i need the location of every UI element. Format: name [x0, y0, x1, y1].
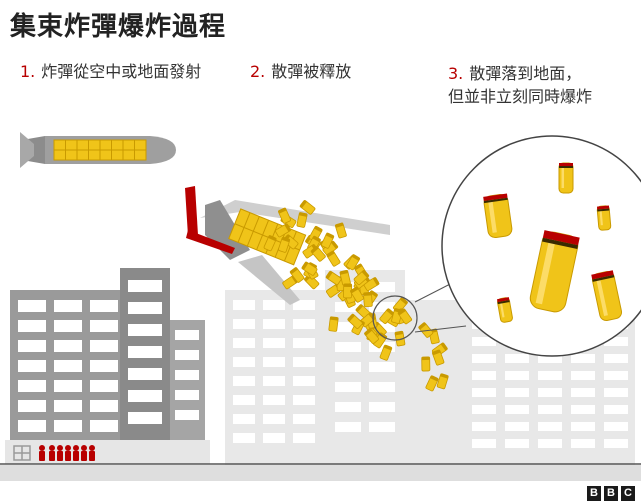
- bomblet-icon: [397, 308, 413, 325]
- ground: [0, 463, 641, 481]
- bomblet-icon: [346, 254, 361, 271]
- bomblet-icon: [343, 283, 353, 299]
- step-text: 炸彈從空中或地面發射: [41, 62, 202, 81]
- bomblet-icon: [364, 328, 379, 344]
- bomblet-icon: [418, 322, 434, 338]
- bomblet-icon: [263, 235, 277, 252]
- bomblet-icon: [558, 162, 574, 194]
- bomblet-icon: [529, 230, 580, 313]
- bomblet-icon: [296, 212, 308, 228]
- step-text-line-1: 散彈落到地面，: [469, 64, 582, 83]
- building-icon: [5, 268, 210, 464]
- bomblet-icon: [379, 308, 395, 324]
- step-number: 2.: [250, 62, 266, 81]
- bomblet-icon: [335, 222, 347, 239]
- magnifier-circle-icon: [372, 135, 641, 357]
- step-number: 1.: [20, 62, 36, 81]
- bomblet-icon: [425, 375, 439, 392]
- bomblet-icon: [275, 223, 292, 238]
- page-title: 集束炸彈爆炸過程: [10, 12, 227, 42]
- bomblet-icon: [483, 193, 513, 239]
- bomblet-icon: [301, 261, 318, 276]
- bomblet-icon: [596, 205, 612, 231]
- step-2-label: 2. 散彈被釋放: [250, 60, 351, 83]
- bomblet-icon: [379, 344, 393, 361]
- bomblet-icon: [349, 286, 365, 303]
- bomblet-icon: [432, 349, 445, 366]
- step-text: 散彈被釋放: [271, 62, 352, 81]
- step-text-line-2: 但並非立刻同時爆炸: [448, 87, 593, 106]
- bomblet-icon: [497, 297, 513, 323]
- bomblet-icon: [328, 316, 339, 332]
- bomblet-icon: [363, 292, 373, 308]
- bomblet-icon: [278, 236, 291, 253]
- bomblet-icon: [277, 207, 291, 224]
- bomb-dispenser-icon: [185, 186, 390, 305]
- bomblet-icon: [353, 269, 370, 286]
- bomblet-icon: [326, 250, 341, 267]
- step-1-label: 1. 炸彈從空中或地面發射: [20, 60, 201, 83]
- cluster-bomb-icon: [20, 132, 176, 168]
- bomblet-icon: [591, 270, 623, 322]
- bomblet-icon: [299, 199, 316, 215]
- people-silhouette-icon: [39, 445, 95, 461]
- bomblet-icon: [325, 270, 342, 286]
- bbc-logo: B B C: [587, 486, 635, 501]
- falling-bomblets: [263, 199, 449, 392]
- bomblet-icon: [289, 267, 305, 283]
- bomblet-icon: [310, 245, 326, 262]
- bomblet-icon: [321, 232, 335, 249]
- step-3-label: 3. 散彈落到地面， 但並非立刻同時爆炸: [448, 62, 592, 108]
- bomblet-icon: [347, 313, 363, 329]
- bomblet-icon: [421, 356, 431, 372]
- step-number: 3.: [448, 64, 464, 83]
- bomblet-icon: [436, 373, 449, 390]
- bomblet-icon: [394, 330, 406, 347]
